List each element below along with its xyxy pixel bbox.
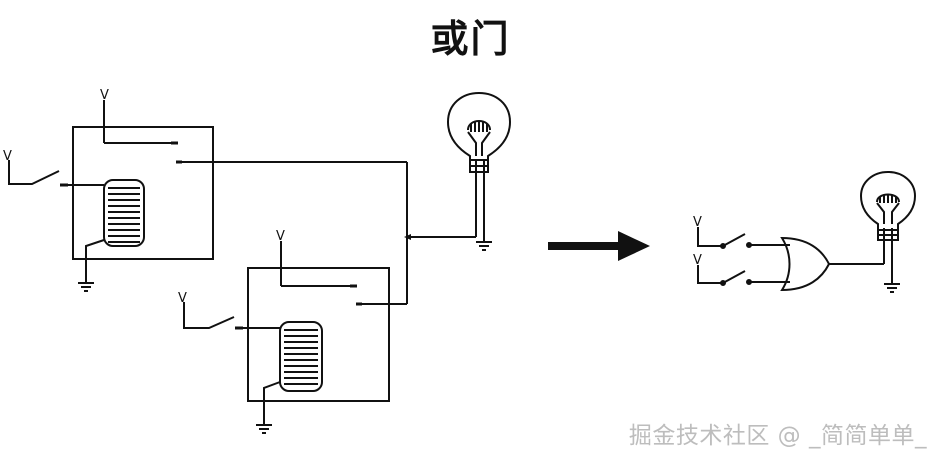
right-arrow-icon <box>548 231 650 261</box>
relay-1-housing <box>72 126 214 260</box>
ground-icon <box>476 241 492 251</box>
relay-1-coil <box>103 179 145 247</box>
or-gate-schematic: V V <box>693 215 900 293</box>
or-input-b-label: V <box>693 253 702 268</box>
or-input-a-label: V <box>693 215 702 230</box>
relay-1-supply-label: V <box>100 88 109 103</box>
ground-icon <box>256 424 272 434</box>
or-gate-icon <box>780 236 831 292</box>
relay-1: V V <box>3 88 407 292</box>
output-wiring <box>404 160 492 304</box>
watermark: 掘金技术社区 @ _简简单单_ <box>628 423 927 449</box>
light-bulb-icon <box>859 170 917 241</box>
relay-2-input-label: V <box>178 291 187 306</box>
relay-2-coil <box>279 321 323 392</box>
relay-2-housing <box>247 267 390 402</box>
page-title: 或门 <box>430 17 511 61</box>
relay-2-supply-label: V <box>276 229 285 244</box>
ground-icon <box>78 282 94 292</box>
light-bulb-icon <box>446 91 512 173</box>
ground-icon <box>884 283 900 293</box>
relay-2: V V <box>178 229 407 434</box>
relay-1-input-label: V <box>3 149 12 164</box>
